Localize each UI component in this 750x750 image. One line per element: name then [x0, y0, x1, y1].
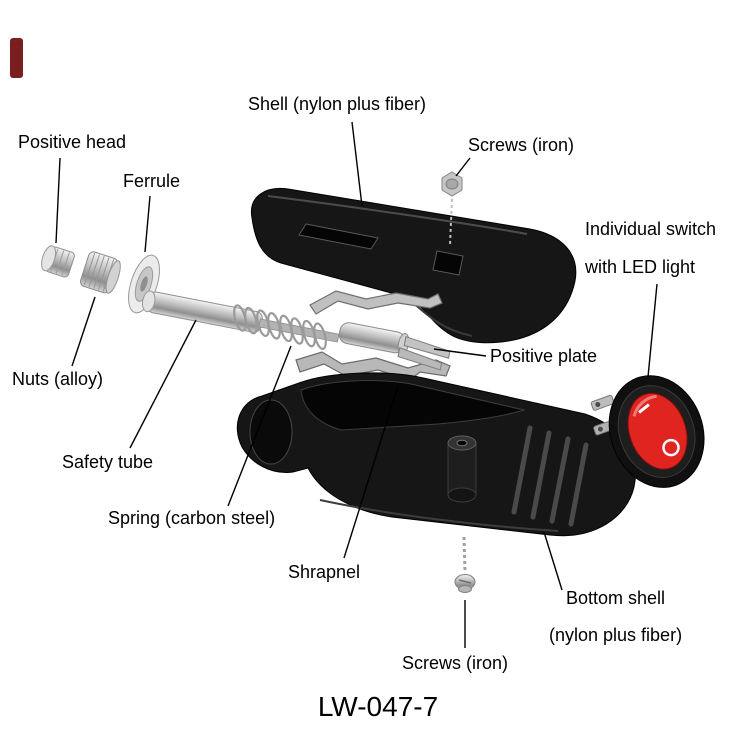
- label-shell: Shell (nylon plus fiber): [248, 94, 426, 114]
- label-switch-line2: with LED light: [584, 257, 695, 277]
- label-positive-plate: Positive plate: [490, 346, 597, 366]
- rocker-highlight: [632, 394, 657, 417]
- corner-mark: [10, 38, 23, 78]
- label-screws-bottom: Screws (iron): [402, 653, 508, 673]
- bottom-shell-cup: [249, 399, 293, 465]
- bottom-shell-cavity: [300, 380, 526, 431]
- screw-post: [447, 435, 477, 503]
- rocker-off-mark: [662, 438, 680, 457]
- leader-screws-top: [455, 157, 471, 177]
- shrapnel-upper: [309, 290, 443, 315]
- label-safety-tube: Safety tube: [62, 452, 153, 472]
- leader-shrapnel: [343, 385, 399, 559]
- bottom-shell: [236, 372, 636, 537]
- label-bottom-shell-line2: (nylon plus fiber): [549, 625, 682, 645]
- label-ferrule: Ferrule: [123, 171, 180, 191]
- label-bottom-shell-line1: Bottom shell: [566, 588, 665, 608]
- leader-positive-head: [55, 157, 61, 244]
- leader-shell: [351, 121, 363, 207]
- top-shell-slot: [298, 223, 379, 250]
- leader-nuts: [71, 296, 96, 367]
- plate-tab: [403, 336, 451, 359]
- individual-switch: [590, 375, 705, 488]
- shrapnel-lower: [295, 351, 451, 381]
- leader-positive-plate: [433, 348, 487, 357]
- product-title: LW-047-7: [318, 691, 438, 722]
- leader-lines: [55, 121, 658, 648]
- switch-rocker: [627, 392, 688, 470]
- label-positive-head: Positive head: [18, 132, 126, 152]
- bottom-shell-edge-highlight: [319, 499, 559, 532]
- positive-head: [41, 245, 75, 278]
- top-shell-screw-hole: [432, 250, 464, 276]
- label-nuts: Nuts (alloy): [12, 369, 103, 389]
- rocker-on-mark: [638, 403, 650, 414]
- label-switch-line1: Individual switch: [585, 219, 716, 239]
- label-screws-top: Screws (iron): [468, 135, 574, 155]
- label-shrapnel: Shrapnel: [288, 562, 360, 582]
- bottom-screw: [454, 536, 476, 593]
- label-spring: Spring (carbon steel): [108, 508, 275, 528]
- bottom-shell-ribs: [511, 425, 589, 527]
- leader-bottom-shell: [543, 531, 563, 591]
- leader-spring: [227, 345, 292, 507]
- alloy-nut: [79, 251, 121, 294]
- plate-tab: [397, 347, 443, 371]
- leader-switch: [647, 283, 658, 378]
- top-screw-nut: [441, 171, 463, 246]
- top-shell-highlight: [267, 195, 528, 235]
- leader-ferrule: [144, 195, 151, 253]
- positive-plate: [338, 322, 451, 371]
- leader-safety-tube: [129, 319, 197, 449]
- spring: [233, 304, 327, 350]
